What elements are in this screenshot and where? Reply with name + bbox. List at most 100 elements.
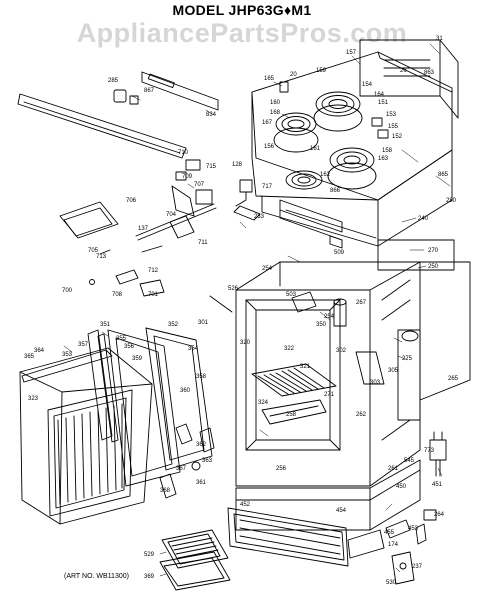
callout: 237 [412,564,423,570]
callout: 700 [62,288,73,294]
cooktop-assembly [251,39,459,249]
callout: 367 [176,466,187,472]
callout: 233 [254,214,265,220]
callout: 158 [382,148,393,154]
callout: 156 [264,144,275,150]
callout: 275 [402,356,413,362]
callout: 155 [388,124,399,130]
callout: 258 [286,412,297,418]
callout: 707 [194,182,205,188]
callout: 254 [324,314,335,320]
surface-burner-left-front [327,147,377,190]
rear-panel [377,239,471,401]
callout: 453 [408,526,419,532]
callout: 159 [316,68,327,74]
callout: 452 [240,502,251,508]
callout: 160 [270,100,281,106]
callout: 358 [196,374,207,380]
storage-drawer [227,431,447,585]
callout: 369 [144,574,155,580]
callout: 450 [396,484,407,490]
callout: 709 [182,174,193,180]
callout: 302 [336,348,347,354]
callout: 503 [286,292,297,298]
model-title: MODEL JHP63G♦M1 [172,2,312,18]
callout: 165 [264,76,275,82]
callout: 701 [148,292,159,298]
callout: 20 [290,72,297,78]
callout: 174 [388,542,399,548]
callout: 360 [180,388,191,394]
surface-burner-right-rear [313,91,363,132]
surface-burner-left-rear [273,112,319,153]
callout: 128 [232,162,243,168]
callout: 773 [424,448,435,454]
callout: 261 [388,466,399,472]
callout: 710 [178,150,189,156]
callout: 365 [24,354,35,360]
callout: 280 [446,198,457,204]
callout: 151 [378,100,389,106]
callout: 320 [240,340,251,346]
leader-lines [63,43,451,577]
callout: 250 [428,264,439,270]
callout: 711 [198,240,208,246]
callout: 262 [356,412,367,418]
callout: 163 [378,156,389,162]
callout-labels: 31 157 165 20 159 154 160 168 167 153 15… [24,36,459,586]
callout: 865 [438,172,449,178]
callout: 161 [310,146,321,152]
callout: 357 [78,342,89,348]
surface-burner-right-front [285,170,323,190]
callout: 863 [424,70,435,76]
callout: 834 [206,112,217,118]
callout: 153 [386,112,397,118]
callout: 162 [320,172,331,178]
callout: 509 [334,250,345,256]
callout: 363 [202,458,213,464]
callout: 717 [262,184,273,190]
callout: 362 [196,442,207,448]
callout: 866 [330,188,341,194]
callout: 168 [270,110,281,116]
callout: 26 [400,68,407,74]
callout: 154 [362,82,373,88]
callout: 264 [434,512,445,518]
control-panel-parts [17,71,219,297]
callout: 355 [116,336,127,342]
callout: 530 [386,580,397,586]
callout: 270 [428,248,439,254]
callout: 265 [448,376,459,382]
callout: 715 [206,164,217,170]
callout: 368 [160,488,171,494]
callout: 254 [262,266,273,272]
callout: 545 [404,458,415,464]
callout: 285 [108,78,119,84]
callout: 364 [34,348,45,354]
callout: 323 [28,396,39,402]
callout: 350 [316,322,327,328]
callout: 353 [62,352,73,358]
callout: 529 [144,552,155,558]
callout: 305 [388,368,399,374]
broiler-pan [159,529,231,591]
callout: 152 [392,134,403,140]
callout: 137 [138,226,149,232]
callout: 359 [132,356,143,362]
art-number: (ART NO. WB11300) [64,573,129,580]
callout: 322 [284,346,295,352]
callout: 708 [112,292,123,298]
callout: 705 [88,248,99,254]
callout: 157 [346,50,357,56]
callout: 167 [262,120,273,126]
callout: 526 [228,286,239,292]
oven-body [209,261,421,487]
callout: 455 [384,530,395,536]
callout: 31 [436,36,443,42]
callout: 271 [324,392,335,398]
callout: 351 [100,322,111,328]
callout: 267 [356,300,367,306]
thermostat-and-sensors [233,179,343,241]
callout: 303 [370,380,381,386]
